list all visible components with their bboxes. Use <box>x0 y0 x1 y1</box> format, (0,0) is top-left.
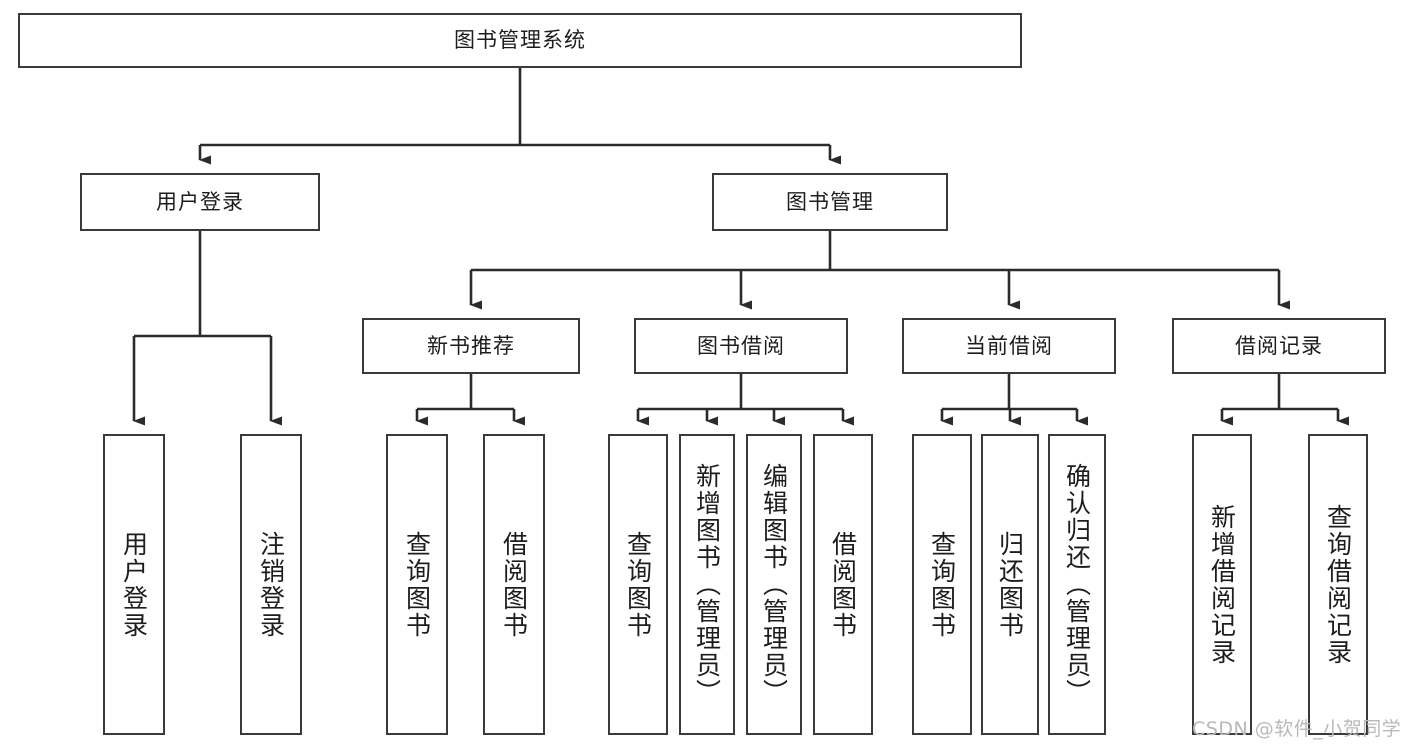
node-book-borrow-label: 图书借阅 <box>697 333 785 358</box>
node-leaf-query-book-cb-label: 查询图书 <box>927 530 957 639</box>
node-leaf-query-book-nb[interactable]: 查询图书 <box>386 434 448 735</box>
node-new-book-recommend[interactable]: 新书推荐 <box>362 318 580 374</box>
node-book-borrow[interactable]: 图书借阅 <box>634 318 848 374</box>
node-root[interactable]: 图书管理系统 <box>18 13 1022 68</box>
node-borrow-record-label: 借阅记录 <box>1235 333 1323 358</box>
node-leaf-query-book-cb[interactable]: 查询图书 <box>912 434 972 735</box>
node-leaf-return-book-label: 归还图书 <box>995 530 1025 639</box>
node-book-manage[interactable]: 图书管理 <box>712 173 948 231</box>
node-leaf-borrow-book-bb-label: 借阅图书 <box>828 530 858 639</box>
node-leaf-query-book-bb[interactable]: 查询图书 <box>608 434 668 735</box>
node-current-borrow[interactable]: 当前借阅 <box>902 318 1116 374</box>
node-leaf-user-login-label: 用户登录 <box>119 530 149 639</box>
node-leaf-query-book-bb-label: 查询图书 <box>623 530 653 639</box>
node-leaf-query-record[interactable]: 查询借阅记录 <box>1308 434 1368 735</box>
node-user-login-label: 用户登录 <box>156 189 244 214</box>
csdn-watermark: CSDN @软件_小贺同学 <box>1192 718 1402 740</box>
node-leaf-borrow-book-nb[interactable]: 借阅图书 <box>483 434 545 735</box>
node-leaf-query-record-label: 查询借阅记录 <box>1323 503 1353 666</box>
node-new-book-recommend-label: 新书推荐 <box>427 333 515 358</box>
node-leaf-user-login[interactable]: 用户登录 <box>103 434 165 735</box>
node-leaf-confirm-return-label: 确认归还（管理员） <box>1062 463 1092 706</box>
node-leaf-query-book-nb-label: 查询图书 <box>402 530 432 639</box>
node-leaf-edit-book[interactable]: 编辑图书（管理员） <box>746 434 802 735</box>
node-user-login[interactable]: 用户登录 <box>80 173 320 231</box>
node-leaf-borrow-book-bb[interactable]: 借阅图书 <box>813 434 873 735</box>
node-leaf-add-record-label: 新增借阅记录 <box>1207 503 1237 666</box>
node-current-borrow-label: 当前借阅 <box>965 333 1053 358</box>
node-leaf-user-logout-label: 注销登录 <box>256 530 286 639</box>
node-leaf-confirm-return[interactable]: 确认归还（管理员） <box>1048 434 1106 735</box>
node-borrow-record[interactable]: 借阅记录 <box>1172 318 1386 374</box>
node-leaf-add-book[interactable]: 新增图书（管理员） <box>679 434 735 735</box>
node-leaf-add-record[interactable]: 新增借阅记录 <box>1192 434 1252 735</box>
node-root-label: 图书管理系统 <box>454 28 586 53</box>
node-leaf-user-logout[interactable]: 注销登录 <box>240 434 302 735</box>
node-book-manage-label: 图书管理 <box>786 189 874 214</box>
node-leaf-borrow-book-nb-label: 借阅图书 <box>499 530 529 639</box>
node-leaf-return-book[interactable]: 归还图书 <box>981 434 1039 735</box>
node-leaf-edit-book-label: 编辑图书（管理员） <box>759 463 789 706</box>
node-leaf-add-book-label: 新增图书（管理员） <box>692 463 722 706</box>
